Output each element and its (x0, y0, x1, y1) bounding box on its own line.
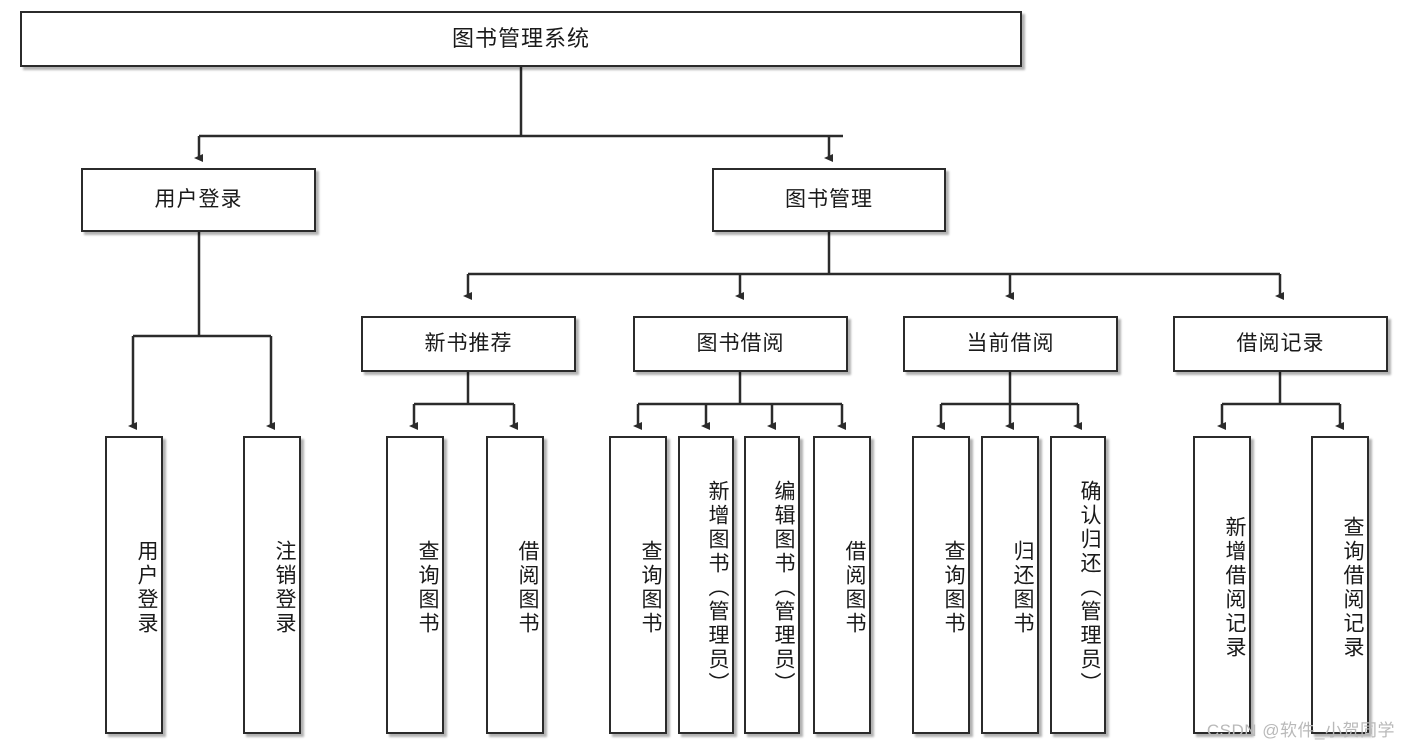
node-label: 借阅记录 (1236, 332, 1325, 356)
node-label: 借阅图书 (516, 540, 539, 636)
node-label: 查询图书 (416, 540, 439, 636)
node-label: 编辑图书（管理员） (772, 480, 795, 696)
node-book-borrow[interactable]: 图书借阅 (633, 316, 848, 372)
node-root-system[interactable]: 图书管理系统 (20, 11, 1022, 67)
node-label: 归还图书 (1011, 540, 1034, 636)
leaf-current-borrow-return[interactable]: 归还图书 (981, 436, 1039, 734)
leaf-book-borrow-query[interactable]: 查询图书 (609, 436, 667, 734)
leaf-borrow-record-query[interactable]: 查询借阅记录 (1311, 436, 1369, 734)
node-label: 查询图书 (942, 540, 965, 636)
node-label: 图书管理系统 (451, 25, 590, 51)
leaf-current-borrow-query[interactable]: 查询图书 (912, 436, 970, 734)
node-label: 用户登录 (135, 540, 158, 636)
leaf-borrow-record-add[interactable]: 新增借阅记录 (1193, 436, 1251, 734)
watermark-text: CSDN @软件_小贺同学 (1206, 721, 1395, 740)
node-label: 用户登录 (154, 188, 243, 212)
node-label: 注销登录 (273, 540, 296, 636)
leaf-new-book-borrow[interactable]: 借阅图书 (486, 436, 544, 734)
node-label: 确认归还（管理员） (1078, 480, 1101, 696)
node-label: 查询借阅记录 (1341, 516, 1364, 660)
leaf-current-borrow-confirm-admin[interactable]: 确认归还（管理员） (1050, 436, 1106, 734)
node-label: 图书借阅 (696, 332, 785, 356)
leaf-user-login-logout[interactable]: 注销登录 (243, 436, 301, 734)
leaf-new-book-query[interactable]: 查询图书 (386, 436, 444, 734)
node-new-book-recommend[interactable]: 新书推荐 (361, 316, 576, 372)
node-borrow-record[interactable]: 借阅记录 (1173, 316, 1388, 372)
leaf-user-login-login[interactable]: 用户登录 (105, 436, 163, 734)
leaf-book-borrow-edit-admin[interactable]: 编辑图书（管理员） (744, 436, 800, 734)
node-label: 新增借阅记录 (1223, 516, 1246, 660)
node-label: 借阅图书 (843, 540, 866, 636)
node-label: 图书管理 (785, 188, 873, 212)
node-label: 新书推荐 (424, 332, 513, 356)
node-label: 当前借阅 (966, 332, 1055, 356)
node-book-management[interactable]: 图书管理 (712, 168, 946, 232)
leaf-book-borrow-borrow[interactable]: 借阅图书 (813, 436, 871, 734)
node-label: 查询图书 (639, 540, 662, 636)
node-current-borrow[interactable]: 当前借阅 (903, 316, 1118, 372)
node-label: 新增图书（管理员） (706, 480, 729, 696)
leaf-book-borrow-add-admin[interactable]: 新增图书（管理员） (678, 436, 734, 734)
node-user-login[interactable]: 用户登录 (81, 168, 316, 232)
